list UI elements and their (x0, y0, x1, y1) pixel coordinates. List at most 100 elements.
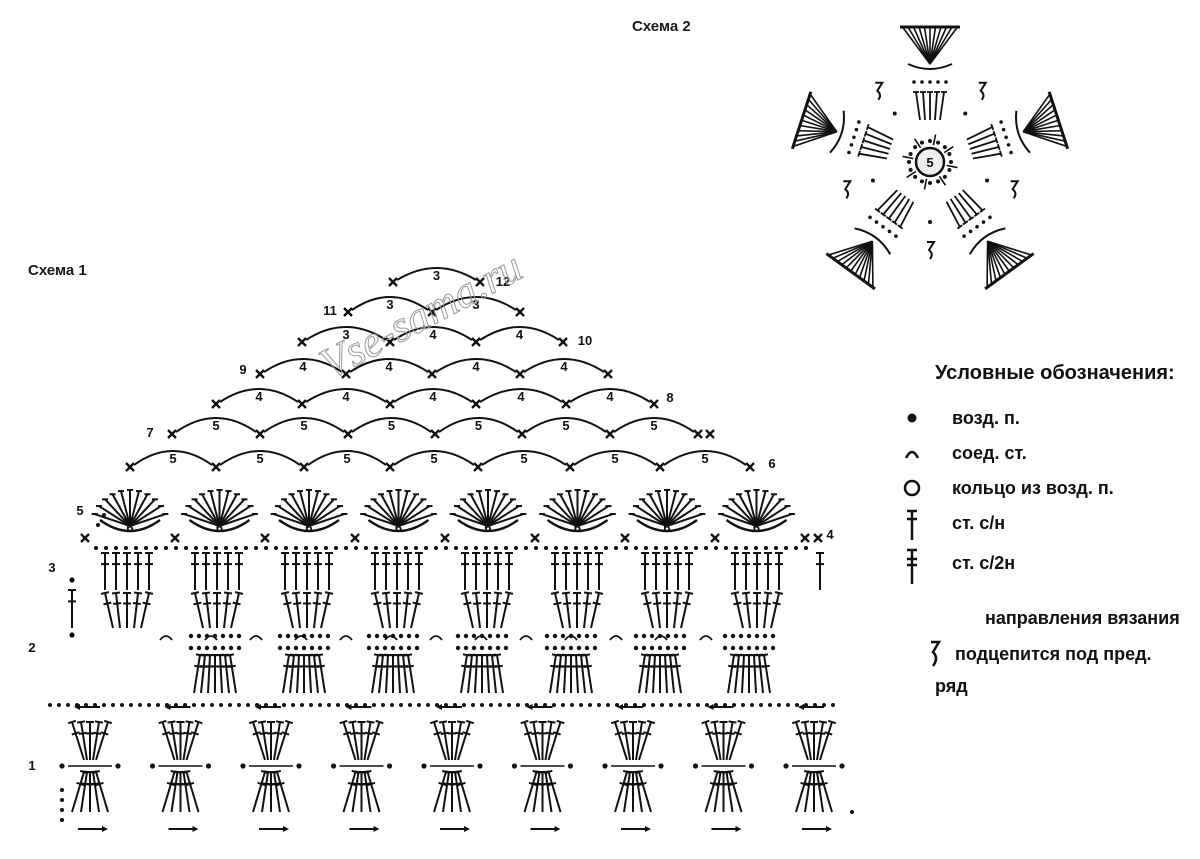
dc-stitch (191, 552, 199, 590)
dc-stitch (438, 720, 450, 761)
slip-stitch (564, 635, 578, 641)
chain-dot (660, 703, 664, 707)
dc-stitch (635, 720, 647, 761)
chain-dot (149, 763, 156, 769)
chain-dot (111, 703, 115, 707)
chain-dot (324, 546, 328, 550)
chain-dot (804, 703, 808, 707)
fan-stitch (559, 493, 579, 527)
dc-stitch (235, 552, 243, 590)
chain-dot (684, 546, 688, 550)
sc-cross-mark (80, 533, 90, 543)
chain-dot (722, 633, 728, 639)
chain-dot (794, 546, 798, 550)
chain-dot (336, 703, 340, 707)
dc-stitch (472, 552, 480, 590)
arch-count: 5 (611, 451, 618, 466)
chain-dot (568, 645, 574, 651)
chain-dot (471, 703, 475, 707)
fan-stitch (129, 490, 140, 527)
chain-dot (936, 80, 940, 84)
star-petal (825, 189, 915, 291)
arch-count: 4 (472, 359, 480, 374)
chain-dot (363, 703, 367, 707)
dc-stitch (267, 771, 275, 812)
direction-arrowhead (735, 826, 742, 832)
fan-stitch (487, 490, 498, 527)
chain-dot (813, 703, 817, 707)
chain-dot (120, 703, 124, 707)
chain-dot (264, 546, 268, 550)
chain-arch (349, 358, 429, 373)
chain-dot (944, 80, 948, 84)
ring-dc (932, 134, 937, 146)
dc-stitch (753, 592, 761, 628)
fan-stitch (299, 490, 310, 527)
chain-arch (305, 388, 387, 403)
chain-dot (920, 80, 924, 84)
chain-dot (514, 546, 518, 550)
chain-dot (908, 168, 913, 173)
arch-count: 4 (606, 389, 614, 404)
chain-dot (236, 633, 242, 639)
dc-stitch (494, 552, 502, 590)
chain-dot (592, 645, 598, 651)
chain-arch (435, 358, 517, 373)
chain-dot (414, 633, 420, 639)
chain-arch (663, 450, 747, 466)
chain-dot (544, 546, 548, 550)
chain-dot (552, 633, 558, 639)
dc-stitch (67, 719, 85, 761)
fan-stitch (755, 490, 767, 527)
dc-stitch (68, 589, 76, 628)
fan-base (457, 519, 519, 533)
chain-dot (734, 546, 738, 550)
chain-dot (597, 703, 601, 707)
dc-stitch (457, 719, 475, 761)
chain-dot (317, 645, 323, 651)
chain-dot (503, 645, 509, 651)
chain-dot (988, 215, 992, 220)
dc-stitch (719, 771, 728, 812)
sc-cross-mark (517, 429, 527, 439)
chain-dot (641, 633, 647, 639)
sc-cross-mark (343, 429, 353, 439)
chain-dot (421, 763, 427, 769)
legend-item-chain: возд. п. (900, 401, 1200, 436)
chain-dot (406, 645, 412, 651)
chain-dot (255, 703, 259, 707)
sc-cross-mark (473, 462, 483, 472)
dc-stitch (111, 591, 122, 629)
dc-stitch (728, 719, 746, 761)
fan-stitch (209, 490, 221, 527)
dc-stitch (291, 591, 302, 629)
chain-dot (237, 703, 241, 707)
dc-stitch (371, 552, 379, 590)
tr-icon (900, 546, 930, 591)
dc-stitch (86, 771, 94, 812)
chain-dot (968, 229, 973, 234)
row-number: 3 (48, 560, 55, 575)
slip-stitch (204, 635, 218, 641)
fan-stitch (551, 498, 579, 527)
fan-count: 6 (395, 520, 402, 535)
chain-dot (204, 645, 210, 651)
fan-stitch (755, 498, 783, 527)
dc-stitch (561, 653, 571, 694)
dc-stitch (182, 720, 194, 761)
fan-stitch (545, 505, 579, 527)
chain-dot (301, 645, 307, 651)
direction-arrowhead (255, 704, 261, 710)
chain-dot (534, 703, 538, 707)
sc-cross-mark (297, 399, 307, 409)
fan-stitch (273, 513, 310, 527)
fan-stitch (362, 513, 399, 527)
arch-count: 3 (342, 327, 349, 342)
legend-label: соед. ст. (952, 443, 1027, 463)
chain-dot (594, 546, 598, 550)
arc-icon (900, 436, 930, 471)
chain-dot (489, 703, 493, 707)
row-number: 11 (323, 303, 337, 318)
chain-dot (942, 145, 947, 150)
